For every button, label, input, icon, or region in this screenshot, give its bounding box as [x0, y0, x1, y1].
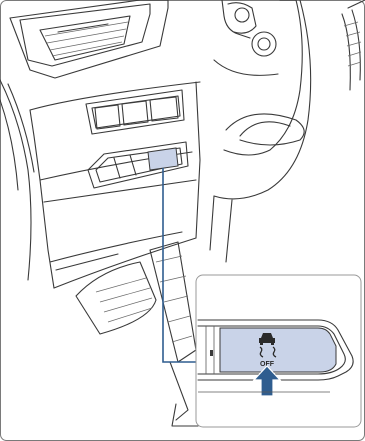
traction-control-button-small [148, 148, 178, 170]
traction-control-off-button: OFF [220, 328, 336, 372]
